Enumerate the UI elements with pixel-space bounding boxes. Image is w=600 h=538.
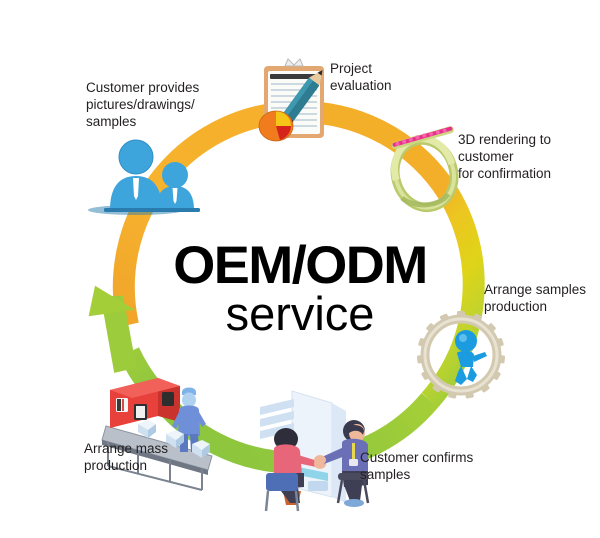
arc-segment-orange — [112, 100, 458, 328]
arc-segment-yellow-green — [421, 187, 485, 408]
arc-arrowhead-icon — [88, 285, 137, 373]
step-label-customer-provides: Customer provides pictures/drawings/ sam… — [86, 80, 200, 129]
step-label-project-evaluation: Project evaluation — [330, 61, 392, 93]
step-label-arrange-samples-production: Arrange samples production — [484, 282, 587, 314]
step-label-arrange-mass-production: Arrange mass production — [84, 441, 169, 473]
step-label-customer-confirms-samples: Customer confirms samples — [360, 450, 474, 482]
step-label-3d-rendering: 3D rendering to customer for confirmatio… — [458, 132, 552, 181]
